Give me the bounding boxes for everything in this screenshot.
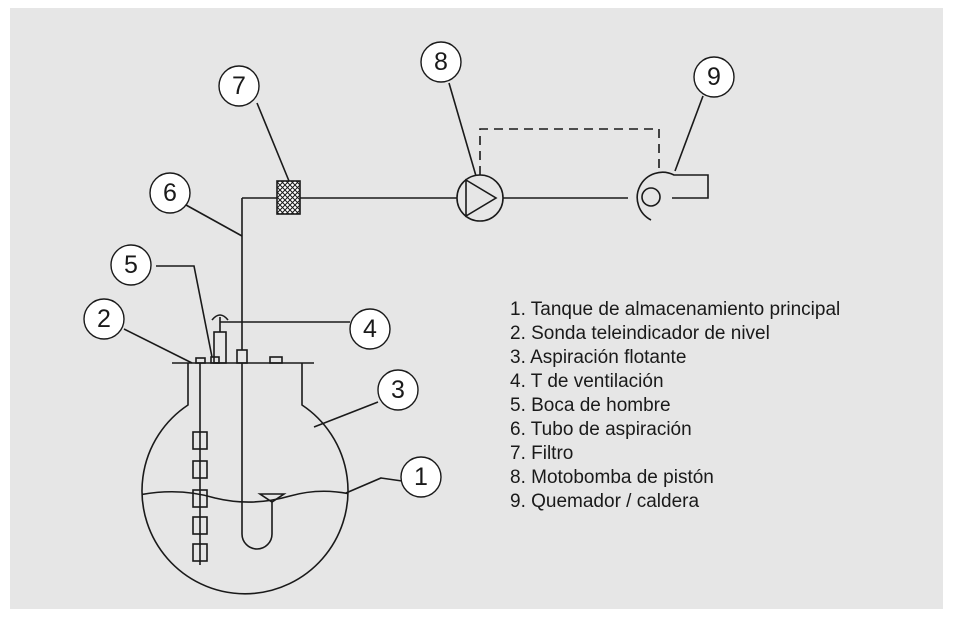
burner-inner [641,187,661,207]
probe-head [195,357,206,364]
tank-body [141,363,349,595]
probe-float [192,431,208,450]
component-legend: 1. Tanque de almacenamiento principal 2.… [510,298,840,514]
legend-item: 4. T de ventilación [510,371,664,392]
legend-item: 2. Sonda teleindicador de nivel [510,323,770,344]
callout-3-number: 3 [391,376,405,404]
leader-6 [185,204,243,237]
liquid-level-line [142,490,349,503]
callout-2-number: 2 [97,305,111,333]
callout-3: 3 [377,369,419,411]
tank-top-fitting [269,356,283,364]
level-probe [192,357,208,565]
legend-item: 3. Aspiración flotante [510,347,687,368]
vent-pipe [213,331,227,364]
leader-lines [123,82,704,494]
pump-arrow [465,178,498,218]
vent-cap [211,314,229,321]
leader-9 [674,95,704,172]
filter [276,180,301,215]
suction-pipe-fitting [236,349,248,364]
suction-pipe-loop [241,363,273,550]
callout-1-number: 1 [414,463,428,491]
suction-pipe [236,198,287,550]
callout-6: 6 [149,172,191,214]
legend-item: 9. Quemador / caldera [510,491,700,512]
callout-5-number: 5 [124,251,138,279]
burner-boiler [636,171,709,221]
callout-8-number: 8 [434,48,448,76]
main-storage-tank [141,362,349,595]
piston-pump [456,174,504,222]
floating-suction-head [257,493,287,503]
leader-2 [123,328,193,364]
probe-float [192,460,208,479]
legend-item: 7. Filtro [510,443,574,464]
callout-7-number: 7 [232,72,246,100]
legend-item: 8. Motobomba de pistón [510,467,714,488]
callout-5: 5 [110,244,152,286]
manhole-cover [210,356,220,364]
probe-float [192,489,208,508]
callout-8: 8 [420,41,462,83]
return-line [479,128,660,175]
leader-8 [448,82,477,177]
callout-6-number: 6 [163,179,177,207]
legend-item: 5. Boca de hombre [510,395,671,416]
callout-4-number: 4 [363,315,377,343]
callout-2: 2 [83,298,125,340]
callout-7: 7 [218,65,260,107]
burner-housing [636,171,709,221]
leader-5 [156,265,213,358]
callout-9: 9 [693,56,735,98]
callout-9-number: 9 [707,63,721,91]
probe-float [192,543,208,562]
legend-item: 6. Tubo de aspiración [510,419,692,440]
probe-float [192,516,208,535]
leader-7 [256,102,290,182]
callout-1: 1 [400,456,442,498]
diagram-panel [10,8,943,609]
callout-4: 4 [349,308,391,350]
legend-item: 1. Tanque de almacenamiento principal [510,299,841,320]
leader-3 [313,401,379,428]
leader-1 [345,477,403,494]
vent-tee [211,314,229,364]
